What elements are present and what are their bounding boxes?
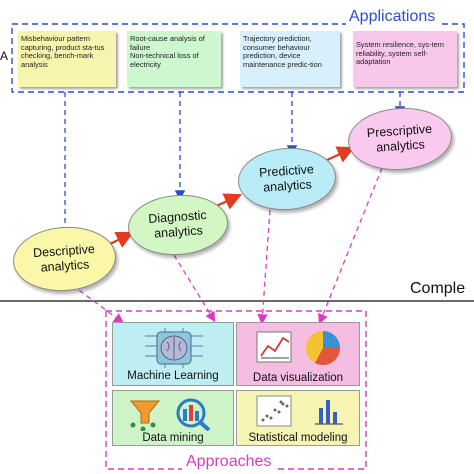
approaches-title: Approaches	[182, 453, 276, 471]
tile-machine-learning: Machine Learning	[112, 322, 234, 386]
application-note-descriptive: Misbehaviour pattern capturing, product …	[18, 31, 116, 87]
statistical-modeling-icon	[256, 395, 343, 427]
data-mining-icon	[129, 398, 211, 431]
tile-data-mining: Data mining	[112, 390, 234, 446]
applications-frame	[11, 23, 465, 93]
tile-label: Machine Learning	[127, 370, 219, 382]
link-predictive-approaches	[257, 209, 271, 325]
tile-label: Statistical modeling	[248, 432, 348, 444]
link-descriptive-approaches	[71, 284, 125, 324]
tile-label: Data mining	[142, 432, 204, 444]
stage-label: Predictive analytics	[258, 162, 315, 195]
link-diagnostic-approaches	[173, 254, 216, 323]
complexity-label: Comple	[410, 280, 466, 297]
clipped-axis-letter: A	[0, 49, 8, 63]
brain-chip-icon	[145, 328, 203, 368]
applications-title: Applications	[346, 8, 439, 26]
application-note-prescriptive: System resilience, sys-tem reliability, …	[353, 31, 457, 87]
arrow-predictive-prescriptive	[326, 146, 355, 163]
approaches-frame	[105, 310, 367, 470]
stage-label: Diagnostic analytics	[147, 208, 208, 241]
link-prescriptive-approaches	[318, 167, 383, 325]
application-note-predictive: Trajectory prediction, consumer behaviou…	[240, 31, 340, 87]
stage-label: Prescriptive analytics	[366, 121, 433, 155]
tile-statistical-modeling: Statistical modeling	[236, 390, 360, 446]
stage-label: Descriptive analytics	[32, 241, 96, 275]
tile-label: Data visualization	[252, 372, 344, 384]
application-note-diagnostic: Root-cause analysis of failure Non-techn…	[127, 31, 221, 87]
tile-data-visualization: Data visualization	[236, 322, 360, 386]
chart-visualization-icon	[256, 331, 340, 365]
